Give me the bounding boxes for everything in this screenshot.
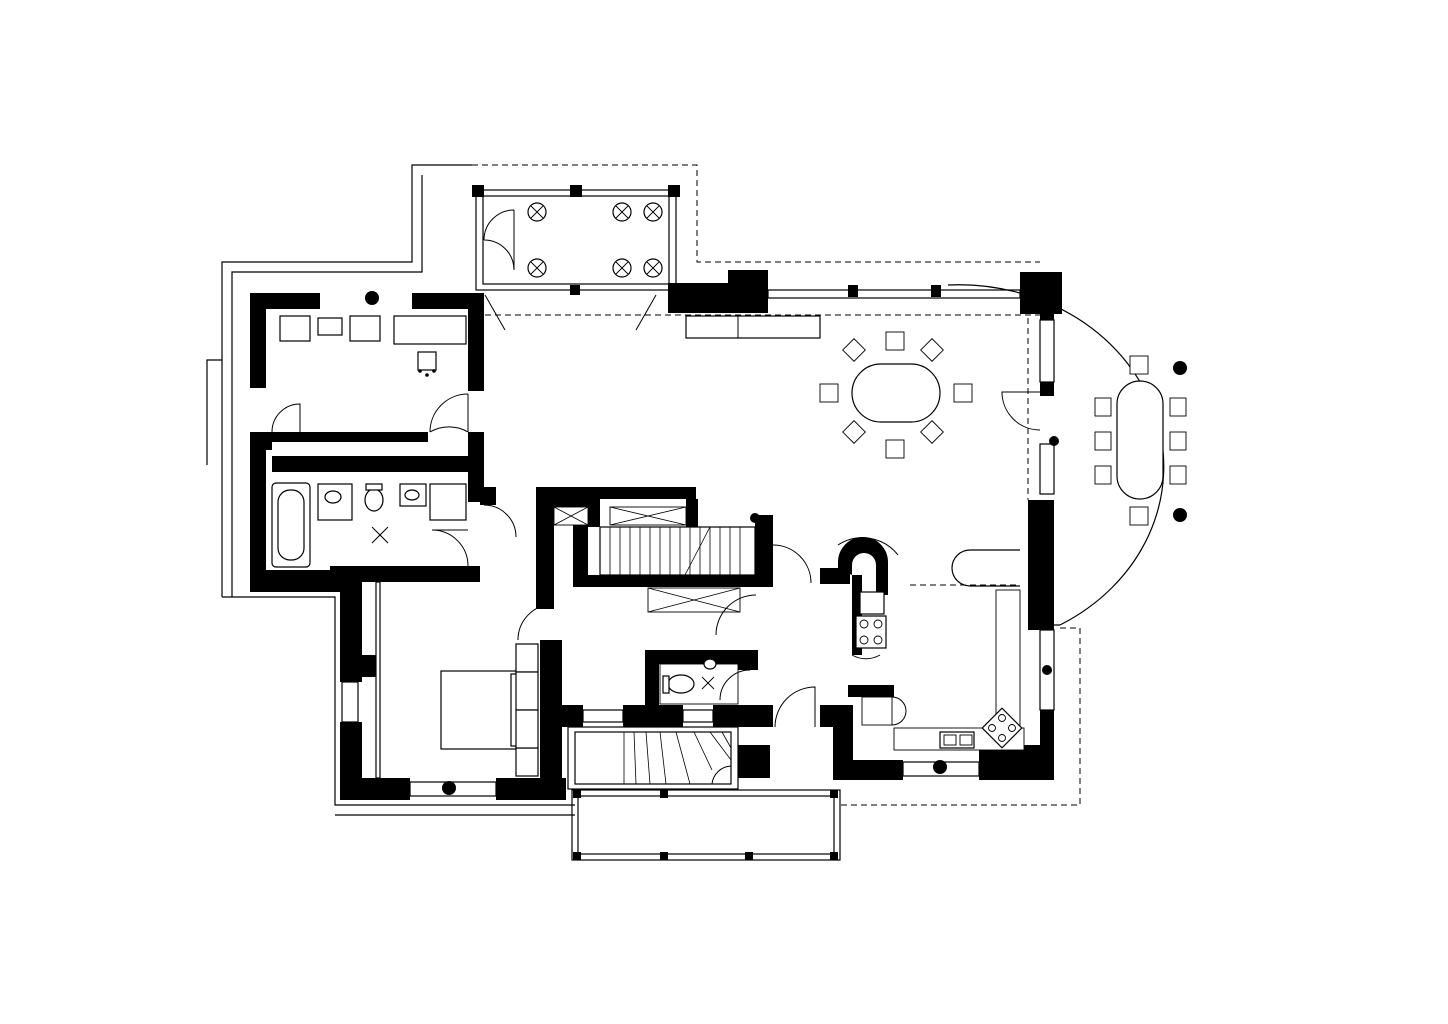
plant-icons [527, 202, 663, 278]
toilet-icon [364, 488, 384, 512]
nightstand [515, 643, 539, 673]
column-icon [1173, 361, 1187, 375]
study [271, 315, 469, 433]
armchair-icon [349, 315, 381, 342]
site-outline [206, 164, 1081, 816]
shower-icon [429, 483, 467, 521]
entrance-porch [571, 686, 841, 861]
desk [393, 315, 467, 345]
bedroom-door[interactable] [517, 603, 555, 641]
kitchen [837, 537, 1025, 751]
front-door[interactable] [774, 686, 816, 728]
study-hall-door[interactable] [429, 394, 469, 433]
bathroom [271, 458, 517, 568]
winter-garden-chairs [1094, 355, 1187, 526]
stove-icon [981, 707, 1023, 749]
column-icon [1173, 508, 1187, 522]
armchair-icon [279, 315, 311, 342]
sideboard [685, 315, 821, 339]
bathroom-door[interactable] [431, 529, 469, 567]
toilet-icon [667, 674, 695, 694]
wc [659, 658, 751, 705]
oven-icon [859, 591, 885, 615]
staircase-upper [553, 506, 812, 636]
winter-garden [947, 284, 1187, 626]
dining-table [851, 363, 941, 423]
double-bed [440, 670, 517, 750]
garden-door[interactable] [1001, 391, 1041, 431]
stove-icon [855, 615, 887, 649]
nightstand [515, 747, 539, 777]
bedroom [362, 603, 555, 777]
living-dining [484, 294, 1041, 587]
office-chair-icon [417, 351, 437, 377]
wc-door[interactable] [719, 669, 751, 701]
walls [250, 270, 1062, 800]
terrace-door[interactable] [483, 209, 515, 271]
wall-dots [365, 291, 1059, 795]
study-door[interactable] [271, 403, 301, 433]
terrace [472, 185, 680, 295]
dining-table [1116, 380, 1164, 500]
living-door[interactable] [772, 544, 812, 584]
counter [995, 589, 1021, 731]
hall-door[interactable] [483, 504, 517, 538]
sink-icon [703, 658, 717, 670]
dining-chairs [819, 331, 973, 459]
pantry [861, 696, 893, 726]
staircase-lower [567, 726, 739, 790]
side-table [317, 317, 343, 336]
fireplace [951, 549, 1020, 587]
